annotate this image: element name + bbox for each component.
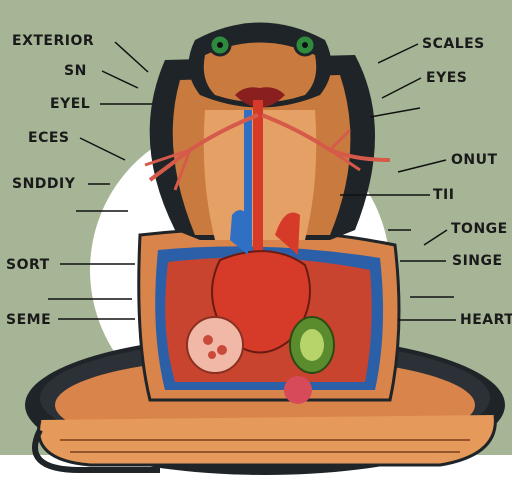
label-exterior: EXTERIOR [12, 33, 95, 49]
heart-and-organs [186, 210, 335, 404]
organ-cluster [186, 316, 244, 374]
label-singe: SINGE [452, 253, 503, 269]
label-heart: HEART [460, 312, 512, 328]
label-eyes: EYES [426, 70, 468, 86]
label-snddiy: SNDDIY [12, 176, 76, 192]
label-eyel: EYEL [50, 96, 91, 112]
label-tonge: TONGE [451, 221, 508, 237]
label-onut: ONUT [451, 152, 498, 168]
label-scales: SCALES [422, 36, 485, 52]
small-organ [284, 376, 312, 404]
label-sn: SN [64, 63, 87, 79]
label-eces: ECES [28, 130, 70, 146]
label-seme: SEME [6, 312, 52, 328]
label-tii: TII [433, 187, 455, 203]
leader-lines [48, 41, 456, 321]
snake-head [188, 22, 332, 108]
label-sort: SORT [6, 257, 50, 273]
